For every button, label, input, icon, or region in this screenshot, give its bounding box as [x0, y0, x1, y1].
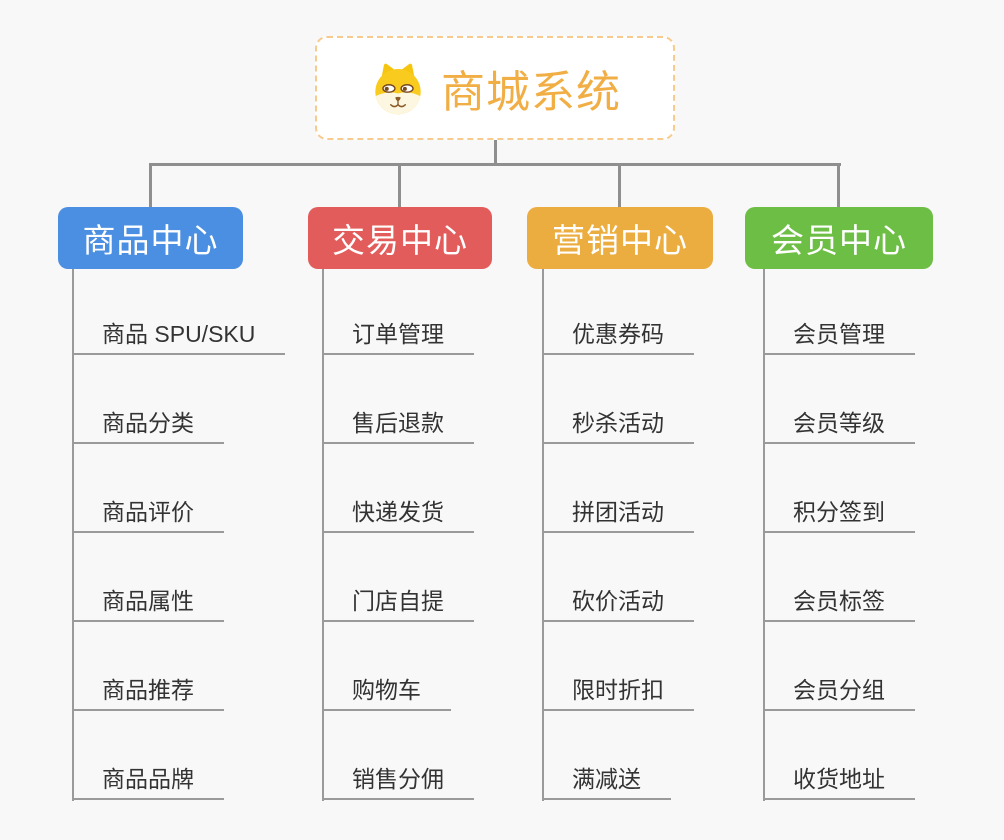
branch-trade-center[interactable]: 交易中心: [308, 207, 492, 269]
leaf-topic[interactable]: 会员管理: [763, 313, 915, 355]
leaf-topic[interactable]: 销售分佣: [322, 758, 474, 800]
leaf-topic[interactable]: 积分签到: [763, 491, 915, 533]
connector-drop-product: [149, 166, 152, 207]
shiba-dog-icon: [369, 60, 427, 116]
rail-marketing-center: [542, 269, 544, 801]
leaf-topic[interactable]: 满减送: [542, 758, 671, 800]
connector-drop-marketing: [618, 166, 621, 207]
rail-member-center: [763, 269, 765, 801]
leaf-topic[interactable]: 限时折扣: [542, 669, 694, 711]
leaf-topic[interactable]: 购物车: [322, 669, 451, 711]
connector-drop-member: [837, 166, 840, 207]
leaf-topic[interactable]: 会员等级: [763, 402, 915, 444]
leaf-topic[interactable]: 优惠券码: [542, 313, 694, 355]
column-marketing-center: 优惠券码 秒杀活动 拼团活动 砍价活动 限时折扣 满减送: [542, 269, 694, 800]
leaf-topic[interactable]: 会员分组: [763, 669, 915, 711]
leaf-topic[interactable]: 拼团活动: [542, 491, 694, 533]
leaf-topic[interactable]: 售后退款: [322, 402, 474, 444]
leaf-topic[interactable]: 收货地址: [763, 758, 915, 800]
connector-horizontal-bar: [149, 163, 841, 166]
leaf-topic[interactable]: 秒杀活动: [542, 402, 694, 444]
leaf-topic[interactable]: 砍价活动: [542, 580, 694, 622]
leaf-topic[interactable]: 门店自提: [322, 580, 474, 622]
column-member-center: 会员管理 会员等级 积分签到 会员标签 会员分组 收货地址: [763, 269, 915, 800]
branch-product-center[interactable]: 商品中心: [58, 207, 243, 269]
leaf-topic[interactable]: 商品分类: [72, 402, 224, 444]
branch-member-center[interactable]: 会员中心: [745, 207, 933, 269]
leaf-topic[interactable]: 会员标签: [763, 580, 915, 622]
column-trade-center: 订单管理 售后退款 快递发货 门店自提 购物车 销售分佣: [322, 269, 474, 800]
leaf-topic[interactable]: 商品品牌: [72, 758, 224, 800]
leaf-topic[interactable]: 商品评价: [72, 491, 224, 533]
root-topic-title: 商城系统: [441, 68, 621, 117]
leaf-topic[interactable]: 商品推荐: [72, 669, 224, 711]
connector-root-stub: [494, 140, 497, 164]
leaf-topic[interactable]: 商品属性: [72, 580, 224, 622]
leaf-topic[interactable]: 快递发货: [322, 491, 474, 533]
column-product-center: 商品 SPU/SKU 商品分类 商品评价 商品属性 商品推荐 商品品牌: [72, 269, 286, 800]
rail-trade-center: [322, 269, 324, 801]
leaf-topic[interactable]: 订单管理: [322, 313, 474, 355]
root-topic[interactable]: 商城系统: [315, 36, 675, 140]
branch-marketing-center[interactable]: 营销中心: [527, 207, 713, 269]
leaf-topic[interactable]: 商品 SPU/SKU: [72, 313, 286, 355]
connector-drop-trade: [398, 166, 401, 207]
rail-product-center: [72, 269, 74, 801]
